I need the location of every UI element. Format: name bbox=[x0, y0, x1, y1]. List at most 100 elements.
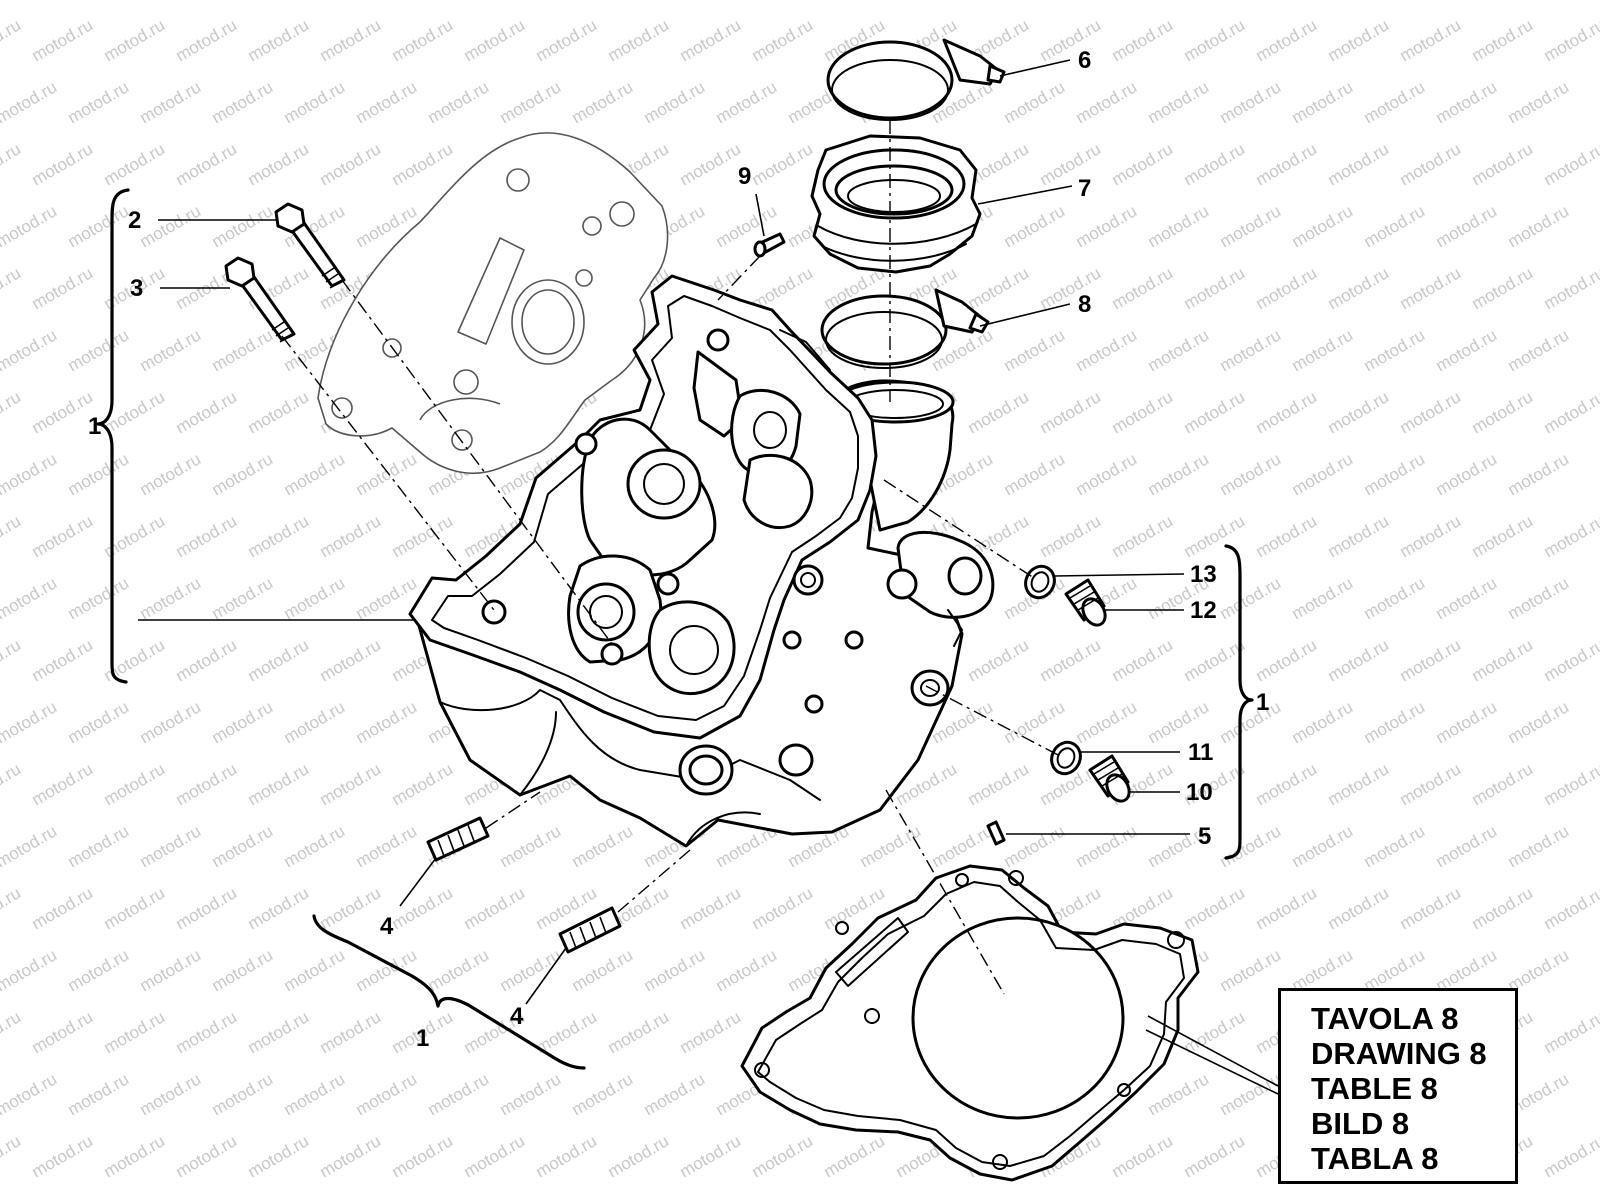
watermark-text: motod.ru bbox=[0, 387, 24, 437]
watermark-text: motod.ru bbox=[1325, 635, 1393, 685]
watermark-text: motod.ru bbox=[317, 1007, 385, 1057]
watermark-text: motod.ru bbox=[1145, 201, 1213, 251]
watermark-text: motod.ru bbox=[533, 1131, 601, 1181]
watermark-text: motod.ru bbox=[425, 1069, 493, 1119]
watermark-text: motod.ru bbox=[569, 821, 637, 871]
callout-5: 5 bbox=[1198, 823, 1211, 850]
watermark-text: motod.ru bbox=[137, 449, 205, 499]
intake-manifold-7 bbox=[810, 134, 982, 274]
watermark-text: motod.ru bbox=[1289, 77, 1357, 127]
watermark-text: motod.ru bbox=[101, 1007, 169, 1057]
watermark-text: motod.ru bbox=[1361, 697, 1429, 747]
watermark-text: motod.ru bbox=[281, 449, 349, 499]
watermark-text: motod.ru bbox=[1073, 821, 1141, 871]
watermark-text: motod.ru bbox=[1289, 573, 1357, 623]
watermark-text: motod.ru bbox=[137, 325, 205, 375]
watermark-text: motod.ru bbox=[1253, 263, 1321, 313]
watermark-text: motod.ru bbox=[425, 945, 493, 995]
watermark-text: motod.ru bbox=[1253, 511, 1321, 561]
watermark-text: motod.ru bbox=[1289, 697, 1357, 747]
watermark-text: motod.ru bbox=[245, 883, 313, 933]
watermark-text: motod.ru bbox=[1289, 821, 1357, 871]
watermark-text: motod.ru bbox=[245, 511, 313, 561]
watermark-text: motod.ru bbox=[1469, 263, 1537, 313]
watermark-text: motod.ru bbox=[1109, 1131, 1177, 1181]
watermark-text: motod.ru bbox=[1397, 511, 1465, 561]
watermark-text: motod.ru bbox=[1109, 387, 1177, 437]
watermark-text: motod.ru bbox=[1001, 201, 1069, 251]
watermark-text: motod.ru bbox=[1037, 139, 1105, 189]
watermark-text: motod.ru bbox=[317, 759, 385, 809]
watermark-text: motod.ru bbox=[281, 945, 349, 995]
watermark-text: motod.ru bbox=[353, 821, 421, 871]
watermark-text: motod.ru bbox=[1505, 573, 1573, 623]
watermark-text: motod.ru bbox=[1289, 449, 1357, 499]
watermark-text: motod.ru bbox=[1037, 635, 1105, 685]
watermark-text: motod.ru bbox=[173, 387, 241, 437]
watermark-text: motod.ru bbox=[1145, 1069, 1213, 1119]
watermark-text: motod.ru bbox=[0, 263, 24, 313]
watermark-text: motod.ru bbox=[677, 139, 745, 189]
watermark-text: motod.ru bbox=[677, 15, 745, 65]
watermark-text: motod.ru bbox=[1217, 573, 1285, 623]
callout-3: 3 bbox=[130, 275, 143, 302]
watermark-text: motod.ru bbox=[317, 139, 385, 189]
watermark-text: motod.ru bbox=[1001, 697, 1069, 747]
stud-4-lower bbox=[558, 906, 622, 954]
watermark-text: motod.ru bbox=[1073, 697, 1141, 747]
watermark-text: motod.ru bbox=[821, 1131, 889, 1181]
watermark-text: motod.ru bbox=[1001, 821, 1069, 871]
watermark-text: motod.ru bbox=[1217, 821, 1285, 871]
watermark-text: motod.ru bbox=[0, 1069, 60, 1119]
watermark-text: motod.ru bbox=[389, 511, 457, 561]
watermark-text: motod.ru bbox=[1397, 635, 1465, 685]
hose-clamp-8 bbox=[820, 288, 990, 369]
stud-4-upper bbox=[426, 816, 490, 862]
watermark-text: motod.ru bbox=[569, 1069, 637, 1119]
watermark-text: motod.ru bbox=[1325, 387, 1393, 437]
watermark-text: motod.ru bbox=[677, 1007, 745, 1057]
watermark-text: motod.ru bbox=[137, 821, 205, 871]
callout-4-lower: 4 bbox=[510, 1003, 524, 1030]
watermark-text: motod.ru bbox=[749, 1131, 817, 1181]
watermark-text: motod.ru bbox=[965, 759, 1033, 809]
watermark-text: motod.ru bbox=[1541, 387, 1600, 437]
watermark-text: motod.ru bbox=[713, 945, 781, 995]
watermark-text: motod.ru bbox=[749, 883, 817, 933]
watermark-text: motod.ru bbox=[641, 945, 709, 995]
watermark-text: motod.ru bbox=[1325, 759, 1393, 809]
watermark-text: motod.ru bbox=[65, 201, 133, 251]
watermark-text: motod.ru bbox=[1469, 139, 1537, 189]
watermark-text: motod.ru bbox=[29, 1007, 97, 1057]
watermark-text: motod.ru bbox=[281, 1069, 349, 1119]
watermark-text: motod.ru bbox=[173, 1007, 241, 1057]
watermark-text: motod.ru bbox=[641, 1069, 709, 1119]
bolt-3 bbox=[224, 256, 296, 343]
watermark-text: motod.ru bbox=[1217, 945, 1285, 995]
watermark-text: motod.ru bbox=[0, 635, 24, 685]
watermark-text: motod.ru bbox=[1037, 511, 1105, 561]
watermark-text: motod.ru bbox=[29, 883, 97, 933]
watermark-text: motod.ru bbox=[1469, 759, 1537, 809]
watermark-text: motod.ru bbox=[641, 77, 709, 127]
watermark-text: motod.ru bbox=[1433, 697, 1501, 747]
watermark-text: motod.ru bbox=[245, 1007, 313, 1057]
watermark-text: motod.ru bbox=[1217, 449, 1285, 499]
watermark-text: motod.ru bbox=[1541, 139, 1600, 189]
watermark-text: motod.ru bbox=[1505, 201, 1573, 251]
watermark-text: motod.ru bbox=[677, 883, 745, 933]
watermark-text: motod.ru bbox=[1325, 263, 1393, 313]
watermark-text: motod.ru bbox=[1397, 387, 1465, 437]
watermark-text: motod.ru bbox=[1253, 15, 1321, 65]
callout-11: 11 bbox=[1188, 739, 1213, 766]
watermark-text: motod.ru bbox=[0, 883, 24, 933]
watermark-text: motod.ru bbox=[1541, 263, 1600, 313]
watermark-text: motod.ru bbox=[389, 883, 457, 933]
callout-7: 7 bbox=[1078, 175, 1091, 202]
watermark-text: motod.ru bbox=[209, 697, 277, 747]
watermark-text: motod.ru bbox=[209, 821, 277, 871]
watermark-text: motod.ru bbox=[965, 635, 1033, 685]
watermark-text: motod.ru bbox=[0, 15, 24, 65]
watermark-text: motod.ru bbox=[1505, 77, 1573, 127]
